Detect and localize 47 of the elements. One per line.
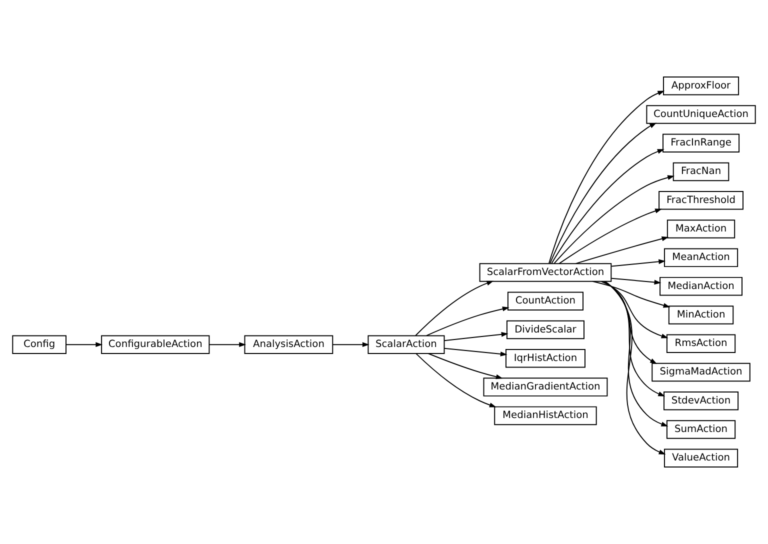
node-box: MaxAction [666, 220, 736, 238]
node-box: ScalarAction [368, 335, 445, 354]
arrow [600, 281, 668, 338]
node-box: ValueAction [664, 448, 738, 468]
node-box: CountUniqueAction [646, 105, 756, 124]
arrow [208, 342, 246, 348]
node-box: FracInRange [662, 134, 740, 152]
node-box: MinAction [668, 306, 734, 324]
arrow [603, 281, 658, 364]
node-box: FracThreshold [658, 191, 744, 210]
arrow [558, 208, 662, 264]
arrow [548, 90, 665, 264]
node-box: StdevAction [664, 392, 739, 410]
node-box: SigmaMadAction [652, 362, 750, 382]
arrow [332, 342, 370, 348]
arrow [550, 122, 657, 264]
node-box: SumAction [666, 420, 736, 439]
node-box: ApproxFloor [663, 76, 740, 96]
arrow [604, 281, 668, 426]
arrow [604, 281, 666, 396]
arrow [575, 236, 669, 264]
arrow [444, 348, 508, 356]
node-box: FracNan [672, 162, 730, 182]
node-box: MedianAction [660, 276, 742, 296]
node-box: ConfigurableAction [101, 335, 210, 354]
arrow [416, 353, 496, 408]
arrow [428, 353, 503, 380]
node-box: ScalarFromVectorAction [479, 263, 612, 282]
arrow [415, 280, 494, 336]
node-box: IqrHistAction [505, 349, 586, 368]
arrow [604, 280, 666, 455]
node-box: Config [12, 335, 66, 354]
node-box: MedianHistAction [494, 406, 597, 426]
arrow [66, 342, 103, 348]
node-box: CountAction [507, 292, 584, 311]
arrow [551, 149, 664, 264]
node-box: RmsAction [666, 334, 736, 353]
node-box: MeanAction [664, 248, 738, 268]
arrow [444, 332, 508, 342]
arrow [611, 259, 666, 267]
node-box: MedianGradientAction [483, 378, 608, 396]
node-box: DivideScalar [506, 320, 584, 340]
node-box: AnalysisAction [244, 335, 334, 354]
arrow [554, 175, 675, 264]
arrow [426, 306, 510, 336]
arrow [592, 280, 670, 308]
arrow [611, 278, 662, 285]
